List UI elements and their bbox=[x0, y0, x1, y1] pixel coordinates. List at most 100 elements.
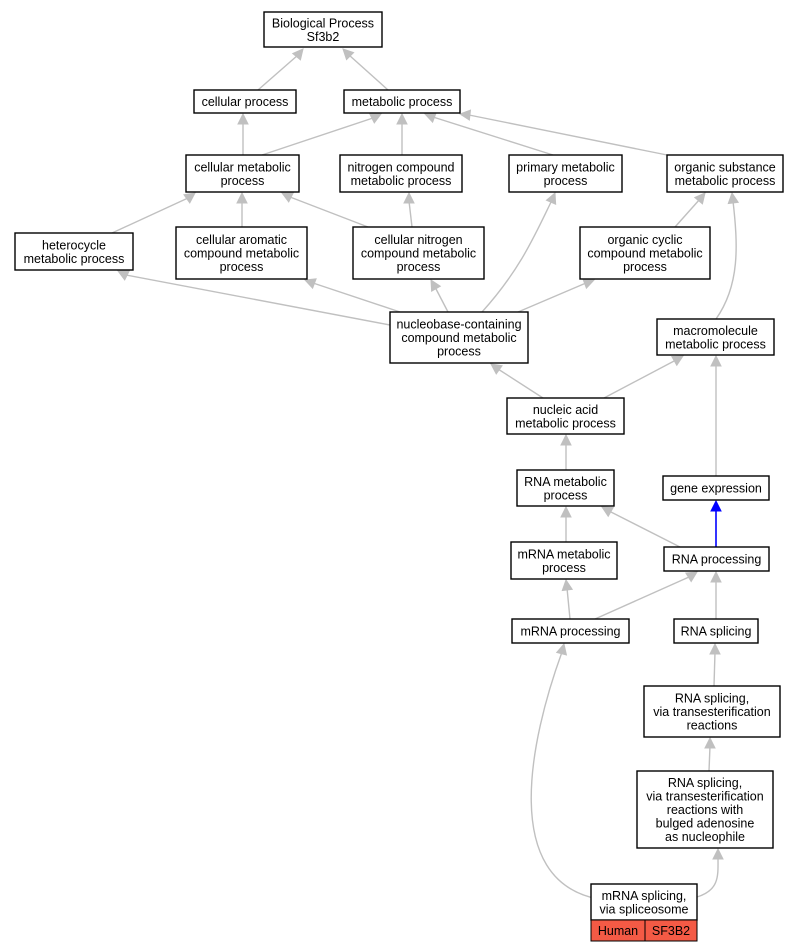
is-a-edge-cellular-metabolic-process-to-metabolic-process bbox=[261, 117, 374, 156]
rna-splicing-node[interactable]: RNA splicing bbox=[673, 618, 759, 644]
node-box bbox=[516, 469, 615, 507]
is-a-edge-nucleobase-containing-compound-metabolic-process-to-organic-cyclic-compound-metabolic-process bbox=[517, 282, 587, 313]
node-label-line: process bbox=[221, 174, 265, 188]
node-label-line: metabolic process bbox=[352, 95, 453, 109]
node-label-line: RNA splicing, bbox=[675, 692, 749, 706]
node-label-line: compound metabolic bbox=[401, 331, 516, 345]
node-label-line: metabolic process bbox=[24, 252, 125, 266]
node-box bbox=[14, 232, 134, 271]
metabolic-process-node[interactable]: metabolic process bbox=[343, 89, 461, 114]
is-a-arrowhead-cellular-process bbox=[291, 48, 304, 61]
is-a-arrowhead-nucleobase-containing-compound-metabolic-process bbox=[303, 278, 317, 290]
node-label-line: process bbox=[220, 260, 264, 274]
node-box bbox=[506, 397, 625, 435]
node-box bbox=[579, 226, 711, 280]
is-a-arrowhead-mrna-metabolic-process bbox=[560, 505, 572, 518]
node-label-line: metabolic process bbox=[351, 174, 452, 188]
graph-edges bbox=[111, 48, 740, 900]
node-label-line: metabolic process bbox=[665, 337, 766, 351]
cellular-process-node[interactable]: cellular process bbox=[193, 89, 297, 114]
rna-splicing-bulged-adenosine-node[interactable]: RNA splicing,via transesterificationreac… bbox=[636, 770, 774, 849]
node-box bbox=[339, 154, 463, 193]
is-a-arrowhead-nucleic-acid-metabolic-process bbox=[490, 363, 503, 375]
is-a-arrowhead-metabolic-process bbox=[342, 48, 355, 61]
gene-expression-node[interactable]: gene expression bbox=[662, 475, 770, 501]
node-box bbox=[193, 89, 297, 114]
node-label-line: cellular process bbox=[202, 95, 289, 109]
node-label-line: metabolic process bbox=[515, 416, 616, 430]
is-a-edge-cellular-process-to-root bbox=[257, 54, 299, 91]
node-box bbox=[663, 546, 770, 572]
node-box bbox=[643, 685, 781, 738]
node-label-line: process bbox=[437, 345, 481, 359]
node-box bbox=[510, 541, 618, 580]
is-a-arrowhead-cellular-metabolic-process bbox=[369, 113, 382, 124]
is-a-arrowhead-nitrogen-compound-metabolic-process bbox=[396, 112, 408, 125]
is-a-edge-nucleic-acid-metabolic-process-to-nucleobase-containing-compound-metabolic-process bbox=[497, 368, 544, 399]
node-box bbox=[343, 89, 461, 114]
is-a-edge-heterocycle-metabolic-process-to-cellular-metabolic-process bbox=[111, 197, 189, 234]
is-a-arrowhead-cellular-aromatic-compound-metabolic-process bbox=[236, 191, 248, 204]
is-a-edge-cellular-nitrogen-compound-metabolic-process-to-cellular-metabolic-process bbox=[289, 196, 369, 228]
is-a-arrowhead-mrna-processing bbox=[685, 571, 698, 583]
is-a-arrowhead-cellular-nitrogen-compound-metabolic-process bbox=[403, 191, 415, 204]
node-label-line: compound metabolic bbox=[361, 247, 476, 261]
node-label-line: mRNA processing bbox=[520, 625, 620, 639]
is-a-edge-macromolecule-metabolic-process-to-organic-substance-metabolic-process bbox=[715, 200, 737, 320]
node-label-line: reactions with bbox=[667, 803, 743, 817]
mrna-splicing-spliceosome-node[interactable]: mRNA splicing,via spliceosome bbox=[590, 883, 698, 921]
node-box bbox=[511, 618, 630, 644]
regulates-arrowhead-rna-processing bbox=[710, 499, 722, 512]
node-label-line: mRNA metabolic bbox=[517, 547, 610, 561]
is-a-edge-nucleobase-containing-compound-metabolic-process-to-cellular-aromatic-compound-metabolic-process bbox=[312, 282, 401, 313]
is-a-arrowhead-organic-substance-metabolic-process bbox=[458, 109, 472, 121]
node-label-line: organic cyclic bbox=[607, 233, 682, 247]
node-label-line: macromolecule bbox=[673, 324, 758, 338]
rna-splicing-transesterification-node[interactable]: RNA splicing,via transesterificationreac… bbox=[643, 685, 781, 738]
is-a-arrowhead-rna-metabolic-process bbox=[560, 433, 572, 446]
is-a-arrowhead-nucleobase-containing-compound-metabolic-process bbox=[430, 279, 442, 292]
node-box bbox=[389, 311, 529, 364]
node-label-line: cellular aromatic bbox=[196, 233, 287, 247]
is-a-arrowhead-mrna-processing bbox=[561, 578, 574, 592]
node-box bbox=[590, 883, 698, 921]
is-a-edge-mrna-splicing-spliceosome-to-rna-splicing-bulged-adenosine bbox=[696, 856, 719, 898]
is-a-edge-nucleobase-containing-compound-metabolic-process-to-heterocycle-metabolic-process bbox=[125, 274, 391, 326]
rna-processing-node[interactable]: RNA processing bbox=[663, 546, 770, 572]
is-a-edge-mrna-processing-to-mrna-metabolic-process bbox=[566, 587, 571, 620]
is-a-edge-cellular-nitrogen-compound-metabolic-process-to-nitrogen-compound-metabolic-process bbox=[408, 200, 413, 228]
node-label-line: process bbox=[623, 260, 667, 274]
node-label-line: reactions bbox=[687, 719, 738, 733]
mrna-processing-node[interactable]: mRNA processing bbox=[511, 618, 630, 644]
node-box bbox=[666, 154, 784, 193]
is-a-arrowhead-mrna-splicing-spliceosome bbox=[555, 642, 568, 656]
node-label-line: RNA splicing bbox=[681, 625, 752, 639]
node-box bbox=[185, 154, 300, 193]
node-label-line: as nucleophile bbox=[665, 830, 745, 844]
node-label-line: compound metabolic bbox=[587, 247, 702, 261]
is-a-edge-primary-metabolic-process-to-metabolic-process bbox=[432, 116, 554, 156]
gene-symbol-cell-label: SF3B2 bbox=[652, 924, 690, 938]
is-a-arrowhead-rna-splicing-bulged-adenosine bbox=[704, 736, 716, 749]
is-a-edge-nucleic-acid-metabolic-process-to-macromolecule-metabolic-process bbox=[603, 359, 677, 399]
node-label-line: metabolic process bbox=[675, 174, 776, 188]
is-a-arrowhead-macromolecule-metabolic-process bbox=[727, 191, 740, 205]
is-a-edge-rna-splicing-transesterification-to-rna-splicing bbox=[713, 651, 716, 687]
node-box bbox=[263, 11, 383, 48]
